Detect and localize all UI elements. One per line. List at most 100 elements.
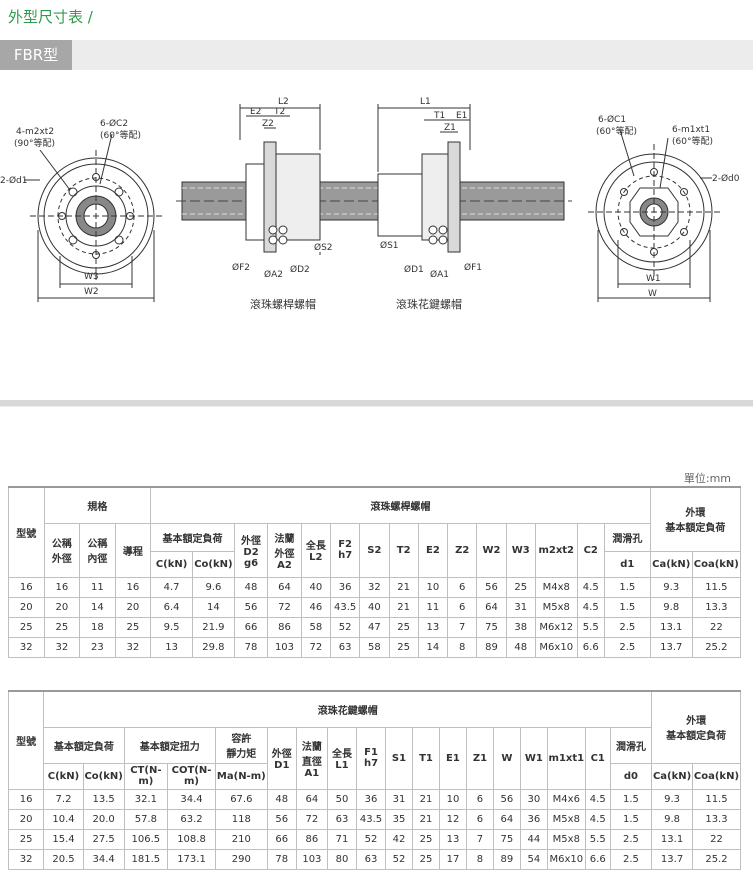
screw-nut bbox=[239, 104, 321, 255]
label-w2: W2 bbox=[84, 287, 99, 297]
label-w: W bbox=[648, 289, 657, 299]
table-cell: 43.5 bbox=[329, 596, 361, 618]
col-s1: S1 bbox=[385, 726, 413, 790]
table-cell: 58 bbox=[300, 616, 331, 638]
table-cell: 11 bbox=[417, 596, 449, 618]
table-cell: 2.5 bbox=[603, 636, 651, 658]
table-cell: 6 bbox=[447, 576, 478, 598]
table-cell: 40 bbox=[359, 596, 390, 618]
table-cell: 2.5 bbox=[603, 616, 651, 638]
table-cell: 15.4 bbox=[43, 828, 84, 850]
table-cell: 48 bbox=[266, 788, 297, 810]
col-c1: C1 bbox=[584, 726, 611, 790]
table-cell: 54 bbox=[519, 848, 548, 870]
label-c1: 6-ØC1 bbox=[598, 114, 626, 125]
label-e2: E2 bbox=[250, 107, 261, 117]
label-d1-outer: ØD1 bbox=[404, 264, 424, 275]
table-cell: 9.3 bbox=[649, 576, 693, 598]
table-cell: 10 bbox=[417, 576, 449, 598]
table-cell: 32.1 bbox=[123, 788, 169, 810]
table-cell: 27.5 bbox=[82, 828, 125, 850]
table-cell: 17 bbox=[438, 848, 467, 870]
table-cell: 1.5 bbox=[609, 788, 653, 810]
table-cell: 1.5 bbox=[603, 596, 651, 618]
col-basic-torque: 基本額定扭力 bbox=[123, 726, 216, 764]
col-ca-2: Ca(kN) bbox=[651, 762, 693, 790]
table-cell: 52 bbox=[329, 616, 361, 638]
table-cell: 25 bbox=[388, 636, 419, 658]
col-lube: 潤滑孔 bbox=[603, 522, 651, 552]
col-w3: W3 bbox=[505, 522, 536, 578]
col-ma: Ma(N-m) bbox=[214, 762, 268, 790]
table-cell: 63 bbox=[326, 808, 357, 830]
table-cell: 4.5 bbox=[584, 808, 611, 830]
table-cell: 4.5 bbox=[584, 788, 611, 810]
model-tag: FBR型 bbox=[0, 40, 72, 70]
col-c: C(kN) bbox=[150, 550, 193, 578]
table-cell: 8 bbox=[447, 636, 478, 658]
table-cell: 58 bbox=[359, 636, 390, 658]
table-cell: 34.4 bbox=[167, 788, 216, 810]
label-w3: W3 bbox=[84, 272, 99, 282]
spline-nut bbox=[377, 104, 471, 253]
table-cell: 40 bbox=[300, 576, 331, 598]
label-f1: ØF1 bbox=[464, 262, 482, 273]
table-cell: M4x8 bbox=[534, 576, 578, 598]
table-cell: 25 bbox=[505, 576, 536, 598]
label-s2: ØS2 bbox=[314, 242, 333, 253]
table-cell: 11.5 bbox=[691, 788, 742, 810]
table-cell: 78 bbox=[233, 636, 269, 658]
dimension-drawing: 4-m2xt2 (90°等配) 6-ØC2 (60°等配) 2-Ød1 W3 W… bbox=[0, 97, 740, 311]
table-cell: 4.5 bbox=[576, 576, 605, 598]
table-cell: 78 bbox=[266, 848, 297, 870]
table-cell: 50 bbox=[326, 788, 357, 810]
spline-nut-table: 型號 滾珠花鍵螺帽 外環 基本額定負荷 基本額定負荷 基本額定扭力 容許 靜力矩… bbox=[7, 690, 742, 870]
table-cell: 23 bbox=[79, 636, 116, 658]
table-cell: 21 bbox=[412, 788, 440, 810]
table-cell: M4x6 bbox=[546, 788, 586, 810]
col-outer-load: 外環 基本額定負荷 bbox=[649, 486, 742, 552]
table-cell: 16 bbox=[7, 788, 45, 810]
table-cell: 14 bbox=[417, 636, 449, 658]
table-cell: M6x12 bbox=[534, 616, 578, 638]
col-l1: 全長 L1 bbox=[326, 726, 357, 790]
table-cell: 14 bbox=[79, 596, 116, 618]
table-cell: 11 bbox=[79, 576, 116, 598]
col-e2: E2 bbox=[417, 522, 449, 578]
col-f1: F1 h7 bbox=[355, 726, 387, 790]
col-co: Co(kN) bbox=[192, 550, 235, 578]
col-m1xt1: m1xt1 bbox=[546, 726, 586, 790]
table-cell: 9.8 bbox=[649, 596, 693, 618]
table-cell: 31 bbox=[385, 788, 413, 810]
table-cell: 52 bbox=[385, 848, 413, 870]
col-a2: 法蘭 外徑 A2 bbox=[267, 522, 302, 578]
col-outer-load-2: 外環 基本額定負荷 bbox=[651, 690, 741, 764]
table-cell: 118 bbox=[214, 808, 268, 830]
table-cell: 4.7 bbox=[150, 576, 193, 598]
shaft bbox=[176, 181, 572, 221]
table-cell: 25 bbox=[7, 828, 45, 850]
label-d2: ØD2 bbox=[290, 264, 310, 275]
table-cell: 181.5 bbox=[123, 848, 169, 870]
label-s1: ØS1 bbox=[380, 240, 399, 251]
table-cell: 56 bbox=[476, 576, 507, 598]
table-cell: 16 bbox=[114, 576, 152, 598]
col-ct: CT(N-m) bbox=[123, 762, 169, 790]
label-l2: L2 bbox=[278, 97, 289, 107]
label-z1: Z1 bbox=[444, 123, 456, 133]
table-cell: 86 bbox=[295, 828, 328, 850]
label-e1: E1 bbox=[456, 111, 467, 121]
col-t1: T1 bbox=[412, 726, 440, 790]
table-cell: 57.8 bbox=[123, 808, 169, 830]
table-cell: 1.5 bbox=[609, 808, 653, 830]
label-a1: ØA1 bbox=[430, 269, 449, 280]
table-cell: 20 bbox=[43, 596, 81, 618]
table-cell: 32 bbox=[114, 636, 152, 658]
label-a2: ØA2 bbox=[264, 269, 283, 280]
table-cell: 32 bbox=[43, 636, 81, 658]
